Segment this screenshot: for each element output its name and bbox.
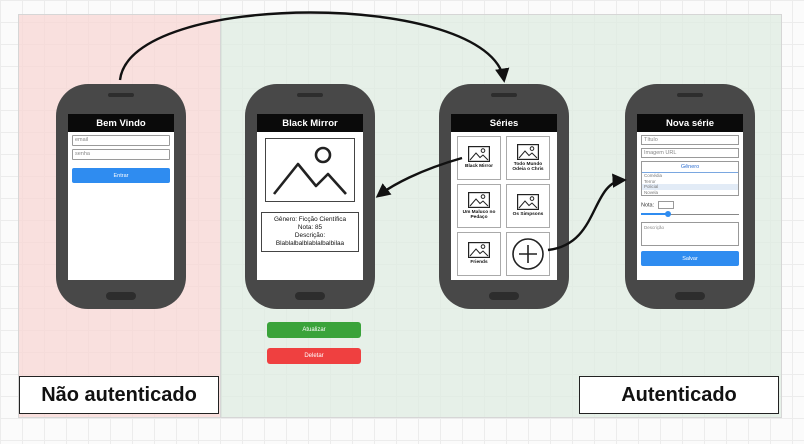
tile-label: Black Mirror	[465, 164, 493, 170]
earpiece	[491, 93, 517, 97]
genre-text: Gênero: Ficção Científica	[273, 216, 347, 223]
genre-option[interactable]: Terror	[644, 178, 656, 184]
new-series-screen: Nova série Título Imagem URL Gênero Comé…	[637, 114, 743, 280]
series-info-box: Gênero: Ficção Científica Nota: 85 Descr…	[261, 212, 359, 252]
earpiece	[108, 93, 134, 97]
series-tile[interactable]: Friends	[457, 232, 501, 276]
description-label: Descrição:	[294, 232, 326, 239]
save-button[interactable]: Salvar	[641, 251, 739, 267]
delete-button[interactable]: Deletar	[267, 348, 361, 364]
series-tile[interactable]: Um Maluco no Pedaço	[457, 184, 501, 228]
genre-header: Gênero	[642, 162, 738, 173]
update-button[interactable]: Atualizar	[267, 322, 361, 338]
rating-slider[interactable]	[641, 211, 739, 218]
arrow-series-to-detail	[375, 156, 463, 198]
image-icon	[468, 242, 490, 259]
genre-option[interactable]: Novela	[644, 189, 659, 195]
genre-option-selected[interactable]: Policial	[642, 184, 738, 190]
description-text: Blablalbalblablalbalbilaa	[275, 240, 345, 247]
image-placeholder-icon	[265, 138, 355, 202]
series-grid: Black Mirror Todo Mundo Odeia o Chris	[457, 136, 557, 276]
tile-label: Os Simpsons	[512, 212, 544, 218]
image-url-input[interactable]: Imagem URL	[641, 148, 739, 158]
email-field[interactable]: email	[72, 135, 170, 146]
genre-option[interactable]: Comédia	[644, 173, 663, 178]
image-icon	[468, 191, 490, 208]
plus-circle-icon	[512, 238, 544, 270]
home-button	[106, 292, 136, 300]
description-textarea[interactable]: Descrição	[641, 222, 739, 247]
series-tile[interactable]: Todo Mundo Odeia o Chris	[506, 136, 550, 180]
home-button	[295, 292, 325, 300]
rating-value-box	[657, 201, 674, 210]
rating-label: Nota:	[641, 202, 655, 209]
unauthenticated-label: Não autenticado	[19, 376, 219, 414]
arrow-add-to-new-series	[547, 173, 627, 252]
image-icon	[517, 143, 539, 160]
series-screen: Séries Black Mirror Todo	[451, 114, 557, 280]
tile-label: Todo Mundo Odeia o Chris	[512, 161, 544, 173]
tile-label: Um Maluco no Pedaço	[462, 209, 496, 221]
login-title: Bem Vindo	[68, 114, 174, 132]
phone-series: Séries Black Mirror Todo	[439, 84, 569, 309]
rating-text: Nota: 85	[297, 224, 323, 231]
phone-detail: Black Mirror Gênero: Ficção Científica N…	[245, 84, 375, 309]
home-button	[489, 292, 519, 300]
slider-track	[641, 213, 739, 215]
series-title: Séries	[451, 114, 557, 132]
new-series-title: Nova série	[637, 114, 743, 132]
earpiece	[297, 93, 323, 97]
earpiece	[677, 93, 703, 97]
authenticated-label: Autenticado	[579, 376, 779, 414]
series-tile[interactable]: Black Mirror	[457, 136, 501, 180]
phone-new-series: Nova série Título Imagem URL Gênero Comé…	[625, 84, 755, 309]
enter-button[interactable]: Entrar	[72, 168, 170, 183]
phone-login: Bem Vindo email senha Entrar	[56, 84, 186, 309]
detail-title: Black Mirror	[257, 114, 363, 132]
login-screen: Bem Vindo email senha Entrar	[68, 114, 174, 280]
detail-screen: Black Mirror Gênero: Ficção Científica N…	[257, 114, 363, 280]
home-button	[675, 292, 705, 300]
genre-listbox[interactable]: Gênero Comédia Terror Policial Novela	[641, 161, 739, 197]
arrow-login-to-series	[118, 11, 510, 83]
slider-fill	[641, 213, 669, 216]
slider-thumb[interactable]	[665, 211, 672, 218]
password-field[interactable]: senha	[72, 149, 170, 160]
add-series-button[interactable]	[506, 232, 550, 276]
series-tile[interactable]: Os Simpsons	[506, 184, 550, 228]
image-icon	[517, 194, 539, 211]
title-input[interactable]: Título	[641, 135, 739, 145]
tile-label: Friends	[470, 260, 488, 266]
rating-row: Nota:	[641, 201, 739, 210]
image-icon	[468, 146, 490, 163]
